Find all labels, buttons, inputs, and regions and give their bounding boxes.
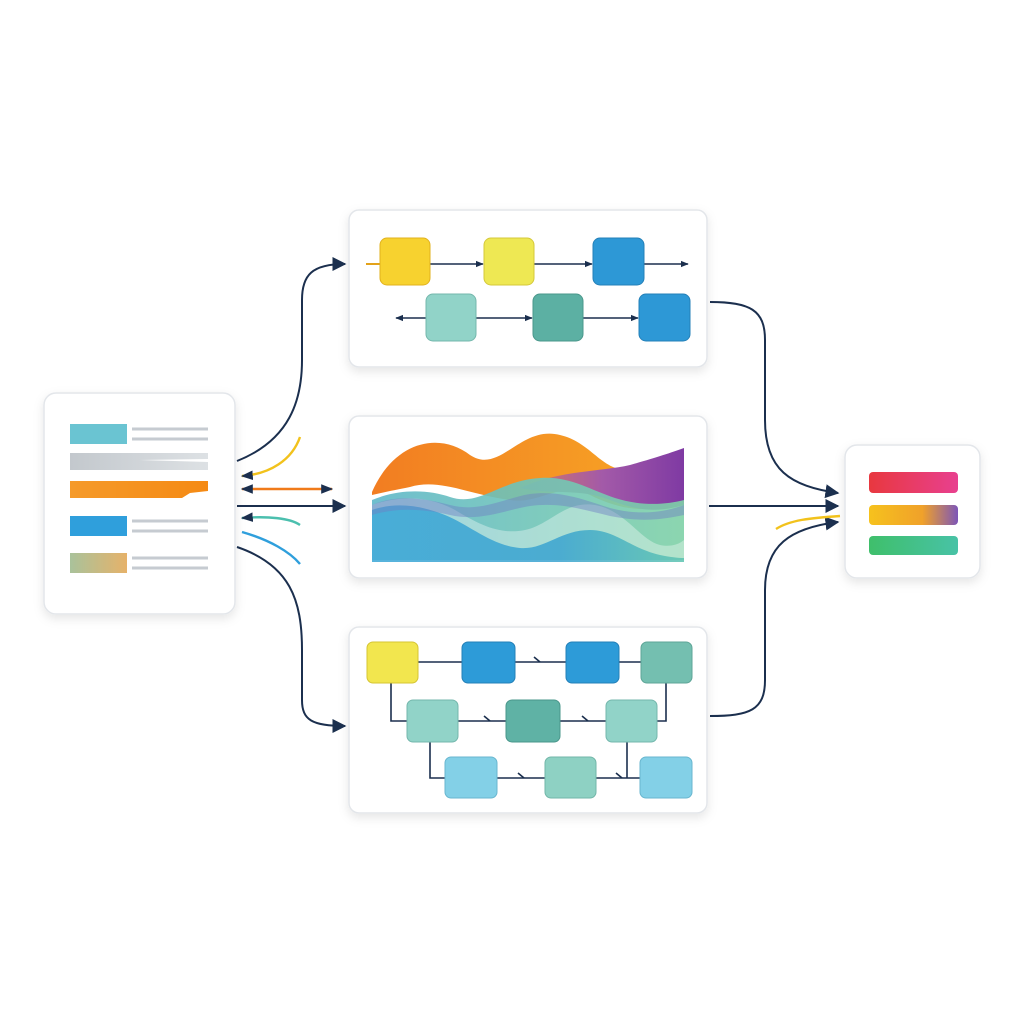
flow-block <box>461 641 516 684</box>
flow-block <box>592 237 645 286</box>
tree-flow-icon <box>366 641 693 799</box>
flow-block <box>379 237 431 286</box>
source-document-card <box>43 392 236 615</box>
output-list-card <box>844 444 981 579</box>
bottom-panel-tree-flow <box>348 626 708 814</box>
wave-chart-icon <box>372 433 684 562</box>
middle-panel-wave-chart <box>348 415 708 579</box>
arrow-source-to-bottom <box>236 546 347 733</box>
flow-block <box>483 237 535 286</box>
document-list-icon <box>70 424 208 573</box>
top-panel-sequential-flow <box>348 209 708 368</box>
flow-block <box>544 756 597 799</box>
flow-block <box>425 293 477 342</box>
flow-block <box>406 699 459 743</box>
colored-arrow-teal <box>240 512 301 527</box>
connector-arrows <box>236 257 841 733</box>
flow-block <box>605 699 658 743</box>
flow-block <box>444 756 498 799</box>
flow-block <box>640 641 693 684</box>
color-bars-icon <box>869 472 958 555</box>
colored-arrow-yellow <box>240 436 302 481</box>
arrow-source-to-top <box>236 257 347 462</box>
flow-block <box>565 641 620 684</box>
flow-block <box>505 699 561 743</box>
colored-arrow-blue <box>241 530 301 565</box>
arrow-top-to-output <box>709 301 840 499</box>
flow-block <box>638 293 691 342</box>
flow-block <box>532 293 584 342</box>
flow-block <box>639 756 693 799</box>
flow-block <box>366 641 419 684</box>
arrow-bottom-to-output <box>709 516 840 717</box>
colored-arrow-yellow-output <box>775 514 841 531</box>
sequential-flow-icon <box>366 237 691 342</box>
